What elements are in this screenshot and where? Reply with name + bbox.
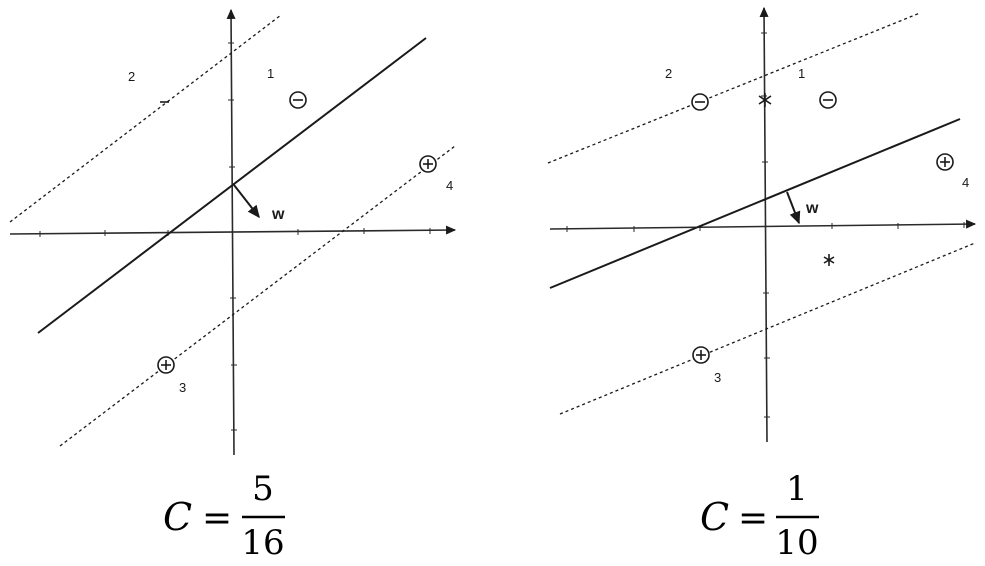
left-decision-boundary (37, 37, 427, 334)
left-y-axis (226, 8, 236, 456)
left-caption-equals: = (202, 498, 232, 539)
left-point-1-label: 1 (267, 66, 274, 81)
left-point-2-label: 2 (128, 69, 135, 84)
right-point-2-label: 2 (665, 66, 672, 81)
left-y-ticks (228, 42, 237, 431)
right-margin-upper (547, 12, 921, 164)
left-point-3-label: 3 (179, 380, 186, 395)
left-panel: w 1 2 3 4 (9, 8, 457, 456)
left-weight-vector (233, 184, 260, 219)
right-point-4-label: 4 (962, 175, 969, 190)
left-margin-lower (59, 145, 456, 447)
right-point-3-plus-icon (692, 346, 710, 364)
left-caption-numerator: 5 (252, 469, 274, 509)
right-y-axis (759, 6, 769, 443)
right-point-3-label: 3 (714, 370, 721, 385)
right-point-2-minus-icon (691, 93, 709, 111)
right-margin-lower (559, 242, 976, 415)
right-weight-label: w (805, 200, 819, 217)
left-point-3-plus-icon (157, 356, 175, 374)
right-y-ticks (761, 32, 770, 418)
right-caption: C = 1 10 (700, 469, 819, 563)
right-x-axis (549, 219, 977, 230)
left-weight-label: w (271, 206, 285, 223)
right-point-1-label: 1 (798, 66, 805, 81)
right-panel: w 1 2 3 4 (547, 6, 977, 443)
right-asterisk-icon-upper (758, 93, 772, 107)
right-point-4-plus-icon (936, 153, 954, 171)
left-point-1-minus-icon (289, 91, 307, 109)
left-point-4-plus-icon (419, 155, 437, 173)
right-weight-vector (786, 191, 801, 225)
left-caption: C = 5 16 (163, 469, 285, 563)
left-caption-symbol: C (163, 495, 192, 539)
right-asterisk-icon-lower (823, 254, 835, 266)
right-decision-boundary (549, 118, 961, 289)
right-caption-symbol: C (700, 495, 729, 539)
left-margin-upper (9, 14, 282, 223)
right-caption-numerator: 1 (786, 469, 808, 509)
right-caption-denominator: 10 (775, 523, 818, 563)
left-point-4-label: 4 (446, 178, 453, 193)
right-caption-equals: = (738, 498, 768, 539)
left-caption-denominator: 16 (241, 523, 284, 563)
right-point-1-minus-icon (819, 91, 837, 109)
